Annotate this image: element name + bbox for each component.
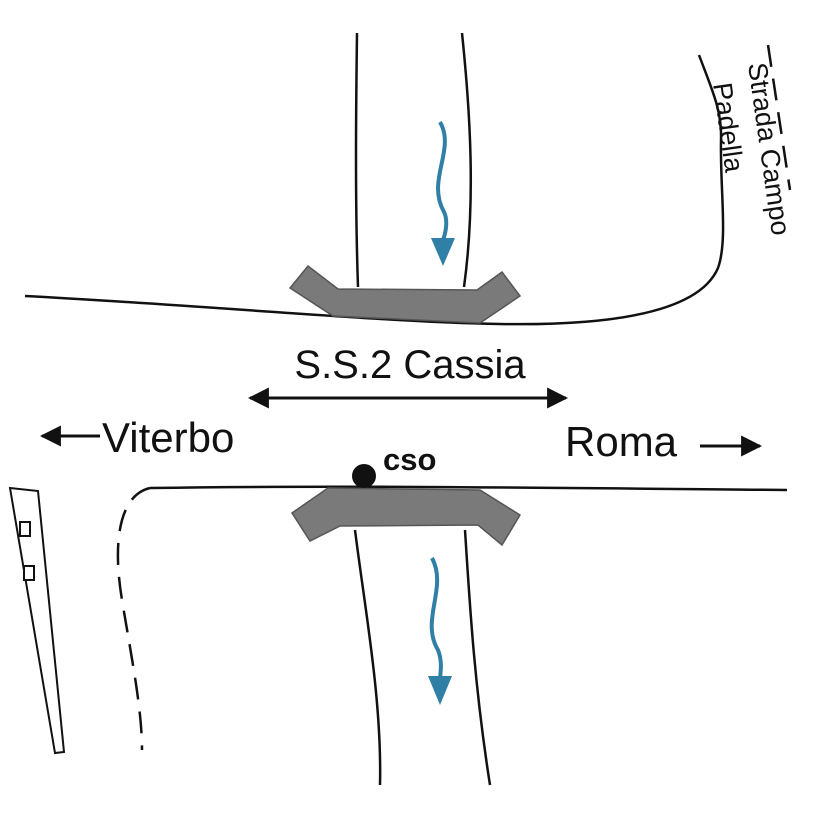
- side-road-label-line2: Padella: [707, 81, 749, 175]
- bridge-south: [290, 487, 522, 547]
- river-downstream: [353, 529, 492, 786]
- road-edge-north: [24, 54, 725, 326]
- building-left: [8, 486, 66, 755]
- river-bank-left-lower: [353, 529, 382, 786]
- cso-label: cso: [383, 442, 436, 477]
- flow-arrow-icon: [431, 121, 455, 266]
- road-edges: [24, 44, 792, 751]
- road-edge-south: [149, 485, 788, 492]
- destination-viterbo-label: Viterbo: [102, 414, 234, 461]
- road-side-dashed: [116, 486, 151, 751]
- flow-arrow-icon: [428, 557, 452, 705]
- cso-point: [352, 464, 376, 488]
- river-upstream: [354, 32, 473, 288]
- road-name-label: S.S.2 Cassia: [294, 343, 526, 387]
- river-bank-left-upper: [354, 32, 360, 288]
- river-bank-right-upper: [460, 32, 473, 288]
- destination-roma-label: Roma: [565, 418, 678, 465]
- bridge-north: [288, 264, 522, 324]
- side-road-dashed-edge: [766, 44, 792, 191]
- river-bank-right-lower: [463, 529, 492, 786]
- side-road-label-line1: Strada Campo: [742, 61, 796, 238]
